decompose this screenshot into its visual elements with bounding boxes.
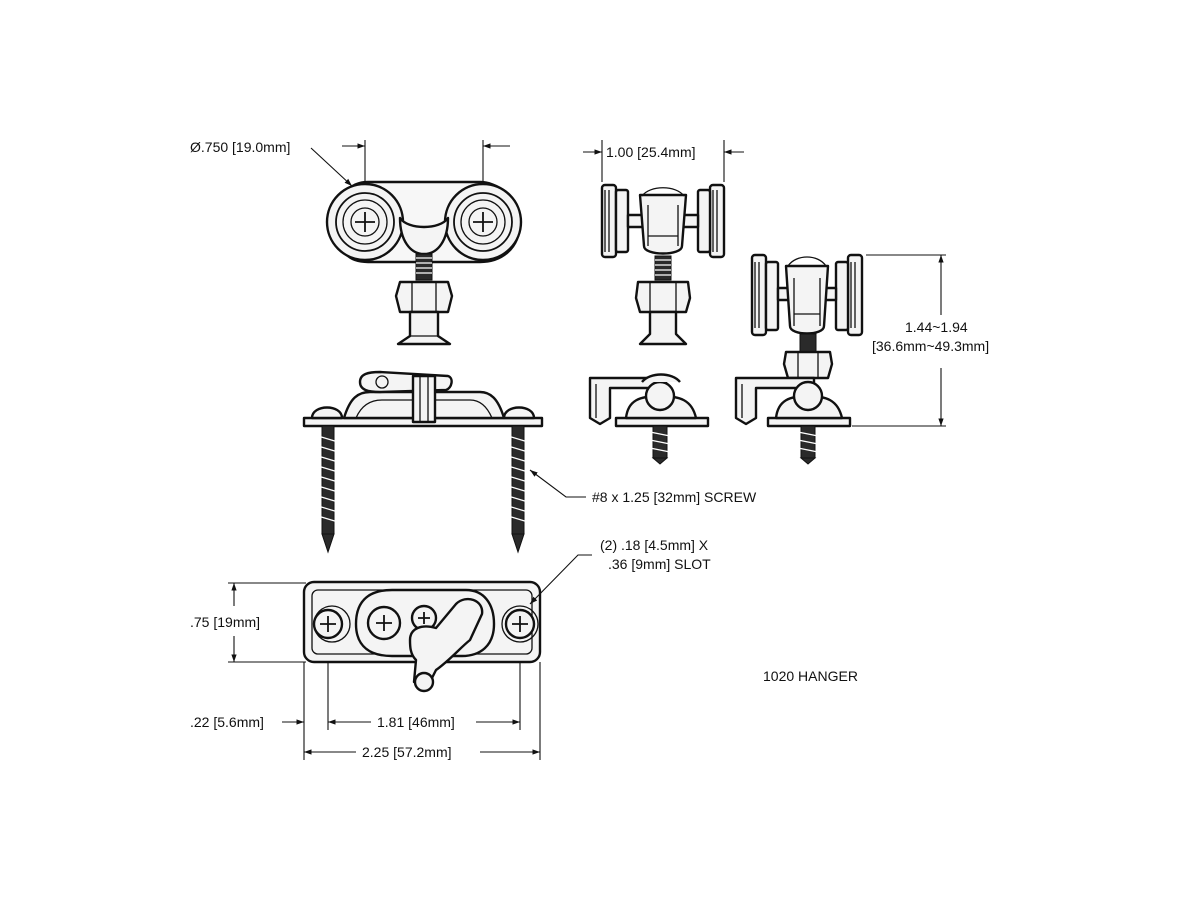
drawing-title: 1020 HANGER xyxy=(763,668,858,684)
dimension-labels: Ø.750 [19.0mm] 1.00 [25.4mm] 1.44~1.94 [… xyxy=(190,139,989,760)
wheel-diameter-label: Ø.750 [19.0mm] xyxy=(190,139,290,155)
trolley-side-view xyxy=(600,183,726,346)
plate-side-view-2 xyxy=(588,373,710,465)
trolley-side-view-installed xyxy=(750,253,864,380)
dimension-lines xyxy=(228,140,946,760)
left-wheel xyxy=(325,182,405,262)
trolley-front-view xyxy=(325,180,523,346)
slot-label-line1: (2) .18 [4.5mm] X xyxy=(600,537,709,553)
right-screw xyxy=(507,425,529,554)
plate-height-label: .75 [19mm] xyxy=(190,614,260,630)
height-range-label-line2: [36.6mm~49.3mm] xyxy=(872,338,989,354)
screw-label: #8 x 1.25 [32mm] SCREW xyxy=(592,489,757,505)
height-range-label-line1: 1.44~1.94 xyxy=(905,319,968,335)
wheel-width-label: 1.00 [25.4mm] xyxy=(606,144,696,160)
slot-label-line2: .36 [9mm] SLOT xyxy=(608,556,711,572)
plate-length-label: 2.25 [57.2mm] xyxy=(362,744,452,760)
mounting-plate-side-view xyxy=(302,370,544,554)
right-wheel xyxy=(443,182,523,262)
hole-spacing-label: 1.81 [46mm] xyxy=(377,714,455,730)
left-screw xyxy=(317,425,339,554)
mounting-plate-top-view xyxy=(302,580,542,693)
plate-side-view-3 xyxy=(734,376,852,465)
edge-offset-label: .22 [5.6mm] xyxy=(190,714,264,730)
